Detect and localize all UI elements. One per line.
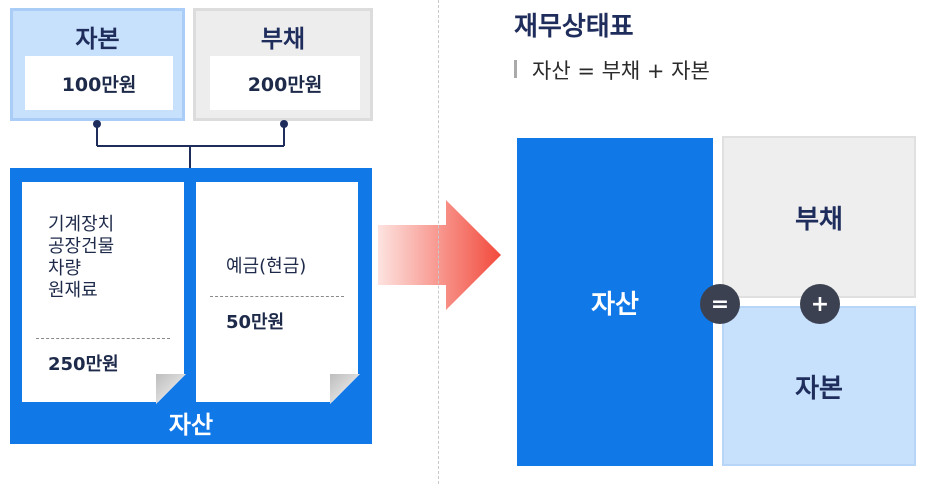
- balance-asset-block: 자산: [517, 138, 713, 466]
- asset-item: 예금(현금): [226, 256, 307, 277]
- balance-liability-label: 부채: [795, 204, 843, 235]
- asset-item: 차량: [48, 258, 82, 279]
- capital-title: 자본: [75, 25, 120, 53]
- asset-label: 자산: [168, 411, 214, 439]
- asset-item: 원재료: [48, 280, 98, 301]
- balance-liability-block: 부채: [722, 136, 916, 298]
- connector-lines: [93, 120, 288, 170]
- liability-title: 부채: [260, 25, 306, 53]
- asset-item: 공장건물: [48, 236, 115, 257]
- capital-value-card: 100만원: [25, 56, 173, 110]
- asset-document-cash: 예금(현금) 50만원: [196, 182, 358, 402]
- balance-sheet-title: 재무상태표: [514, 12, 634, 42]
- balance-asset-label: 자산: [591, 289, 639, 320]
- liability-box: 부채 200만원: [193, 8, 373, 121]
- plus-symbol: +: [810, 291, 830, 317]
- balance-capital-block: 자본: [722, 306, 916, 466]
- asset-item: 기계장치: [48, 214, 115, 235]
- dashed-divider: [210, 296, 344, 297]
- equals-symbol: =: [710, 291, 730, 317]
- page-curl-icon: [156, 374, 186, 404]
- section-divider: [438, 0, 439, 484]
- accounting-equation: 자산 = 부채 + 자본: [532, 59, 710, 83]
- plus-icon: +: [800, 284, 840, 324]
- asset-items-list: 기계장치 공장건물 차량 원재료: [48, 214, 114, 302]
- asset-cash-value: 50만원: [226, 312, 285, 333]
- equals-icon: =: [700, 284, 740, 324]
- connector-liability-dot: [280, 120, 288, 128]
- dashed-divider: [36, 338, 170, 339]
- capital-box: 자본 100만원: [10, 8, 185, 121]
- asset-box: 기계장치 공장건물 차량 원재료 250만원 예금(현금) 50만원 자산: [10, 168, 372, 444]
- page-curl-icon: [330, 374, 360, 404]
- liability-value-card: 200만원: [210, 56, 360, 110]
- balance-capital-label: 자본: [795, 373, 843, 404]
- asset-document-fixed: 기계장치 공장건물 차량 원재료 250만원: [22, 182, 184, 402]
- asset-fixed-value: 250만원: [48, 354, 119, 375]
- connector-capital-dot: [93, 120, 101, 128]
- formula-bar: [514, 60, 517, 78]
- right-arrow-icon: [378, 200, 501, 310]
